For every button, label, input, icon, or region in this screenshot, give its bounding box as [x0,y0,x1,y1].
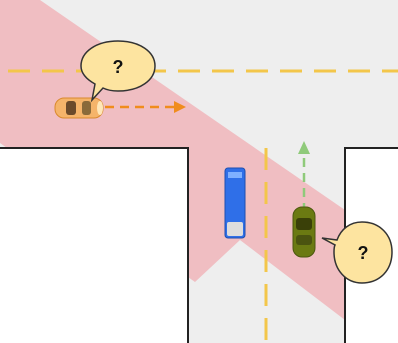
orange-car-icon [54,97,104,119]
question-bubble-icon: ? [321,221,393,284]
left-bubble-text: ? [113,57,124,77]
orange-arrow-icon [105,101,186,113]
blue-bus-icon [224,167,246,239]
green-arrow-icon [298,141,310,212]
left-block [0,148,188,343]
olive-car-icon [292,206,316,258]
right-bubble-text: ? [358,243,369,263]
question-bubble-icon: ? [80,40,156,103]
left-curb [0,147,189,343]
